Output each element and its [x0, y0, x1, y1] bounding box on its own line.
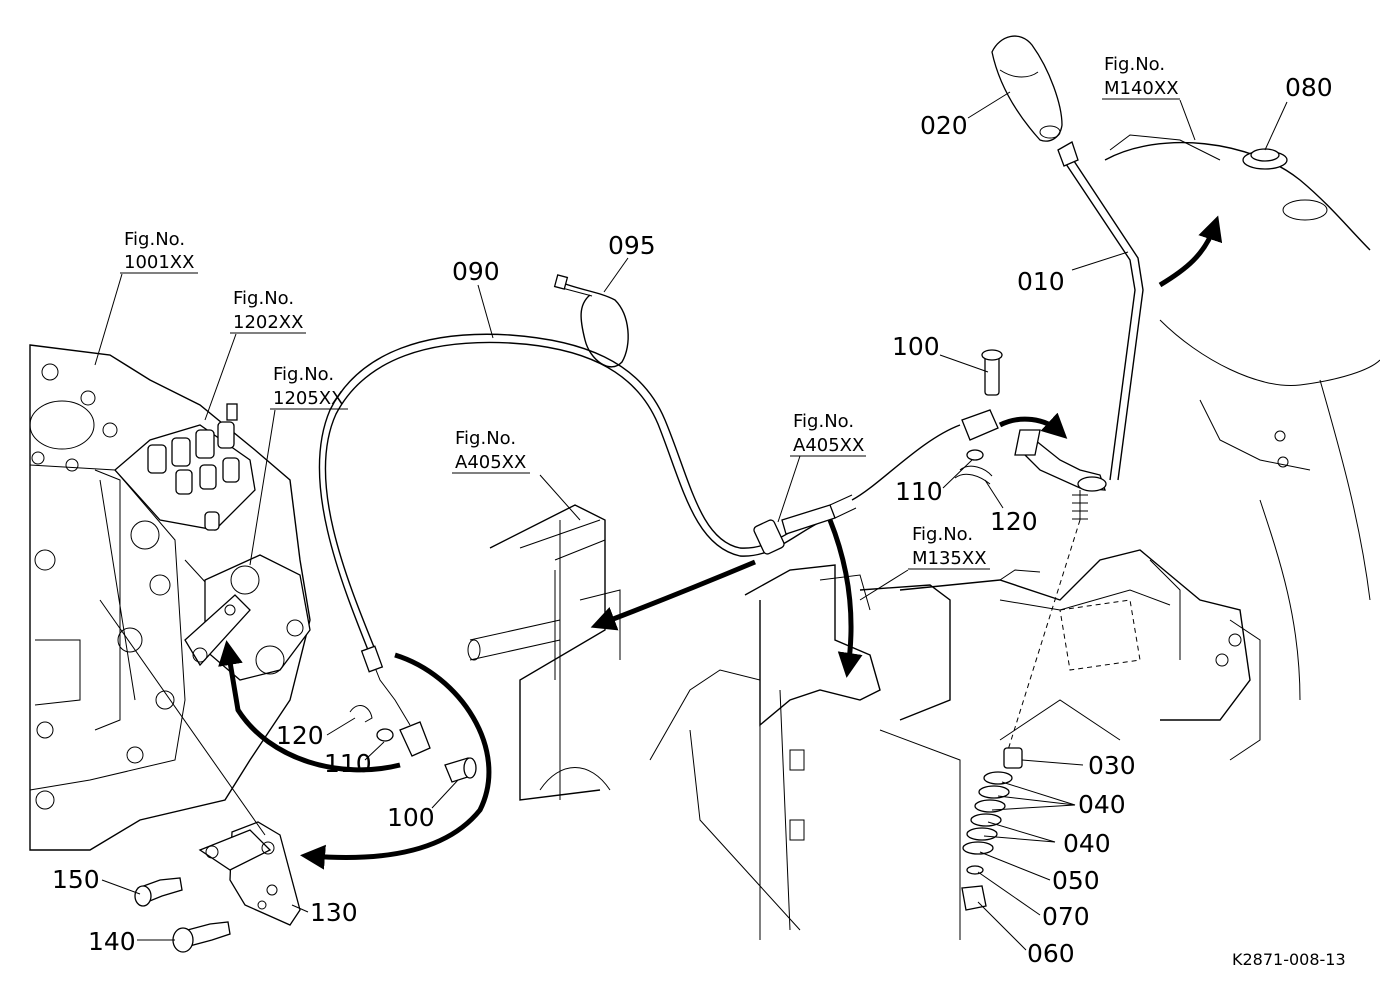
fig-ref-title: Fig.No. [233, 288, 294, 309]
fig-ref-code: 1205XX [273, 388, 343, 409]
label-100-right: 100 [892, 332, 940, 361]
label-060: 060 [1027, 939, 1075, 968]
label-120-right: 120 [990, 507, 1038, 536]
fig-ref-code: M135XX [912, 548, 987, 569]
cable-tie [553, 274, 629, 368]
fender-body [1104, 134, 1380, 701]
injection-pump [114, 403, 256, 531]
fig-ref-1202: Fig.No. 1202XX [230, 288, 306, 334]
lever-knob [991, 35, 1063, 142]
frame-right [649, 549, 1261, 940]
fig-ref-1001: Fig.No. 1001XX [120, 229, 198, 274]
bolt-150 [134, 877, 183, 907]
bolt-140 [172, 921, 231, 953]
throttle-cable [318, 333, 961, 757]
fig-ref-a405-right: Fig.No. A405XX [790, 411, 866, 457]
fig-ref-title: Fig.No. [455, 428, 516, 449]
label-030: 030 [1088, 751, 1136, 780]
throttle-lever [1014, 141, 1144, 520]
grommet [1242, 148, 1288, 170]
right-clevis [954, 349, 1003, 485]
fig-ref-title: Fig.No. [912, 524, 973, 545]
label-080: 080 [1285, 73, 1333, 102]
fig-ref-code: A405XX [793, 435, 864, 456]
label-110-right: 110 [895, 477, 943, 506]
leader-lines [94, 91, 1288, 951]
label-050: 050 [1052, 866, 1100, 895]
fig-ref-code: M140XX [1104, 78, 1179, 99]
label-150: 150 [52, 865, 100, 894]
fig-ref-title: Fig.No. [1104, 54, 1165, 75]
fig-ref-code: A405XX [455, 452, 526, 473]
label-110-left: 110 [324, 749, 372, 778]
left-small-parts [349, 704, 477, 783]
fig-ref-title: Fig.No. [793, 411, 854, 432]
label-040-b: 040 [1063, 829, 1111, 858]
fig-ref-title: Fig.No. [273, 364, 334, 385]
fig-ref-code: 1001XX [124, 252, 194, 273]
label-140: 140 [88, 927, 136, 956]
fig-ref-a405-left: Fig.No. A405XX [452, 428, 530, 474]
stop-bracket [198, 821, 301, 926]
label-095: 095 [608, 231, 656, 260]
label-010: 010 [1017, 267, 1065, 296]
figure-references: Fig.No. M140XX Fig.No. 1001XX Fig.No. 12… [120, 54, 1180, 570]
fig-ref-m135: Fig.No. M135XX [908, 524, 990, 570]
governor-lever [184, 554, 311, 681]
label-070: 070 [1042, 902, 1090, 931]
drawing-code: K2871-008-13 [1232, 950, 1346, 969]
label-040-a: 040 [1078, 790, 1126, 819]
label-130: 130 [310, 898, 358, 927]
fig-ref-1205: Fig.No. 1205XX [270, 364, 348, 410]
flow-arrows [218, 215, 1223, 870]
label-090: 090 [452, 257, 500, 286]
frame-center [467, 504, 621, 801]
fig-ref-code: 1202XX [233, 312, 303, 333]
label-100-left: 100 [387, 803, 435, 832]
label-120-left: 120 [276, 721, 324, 750]
part-labels: 010 020 030 040 040 050 060 070 080 090 … [52, 73, 1333, 968]
fig-ref-title: Fig.No. [124, 229, 185, 250]
fig-ref-m140: Fig.No. M140XX [1102, 54, 1180, 100]
label-020: 020 [920, 111, 968, 140]
